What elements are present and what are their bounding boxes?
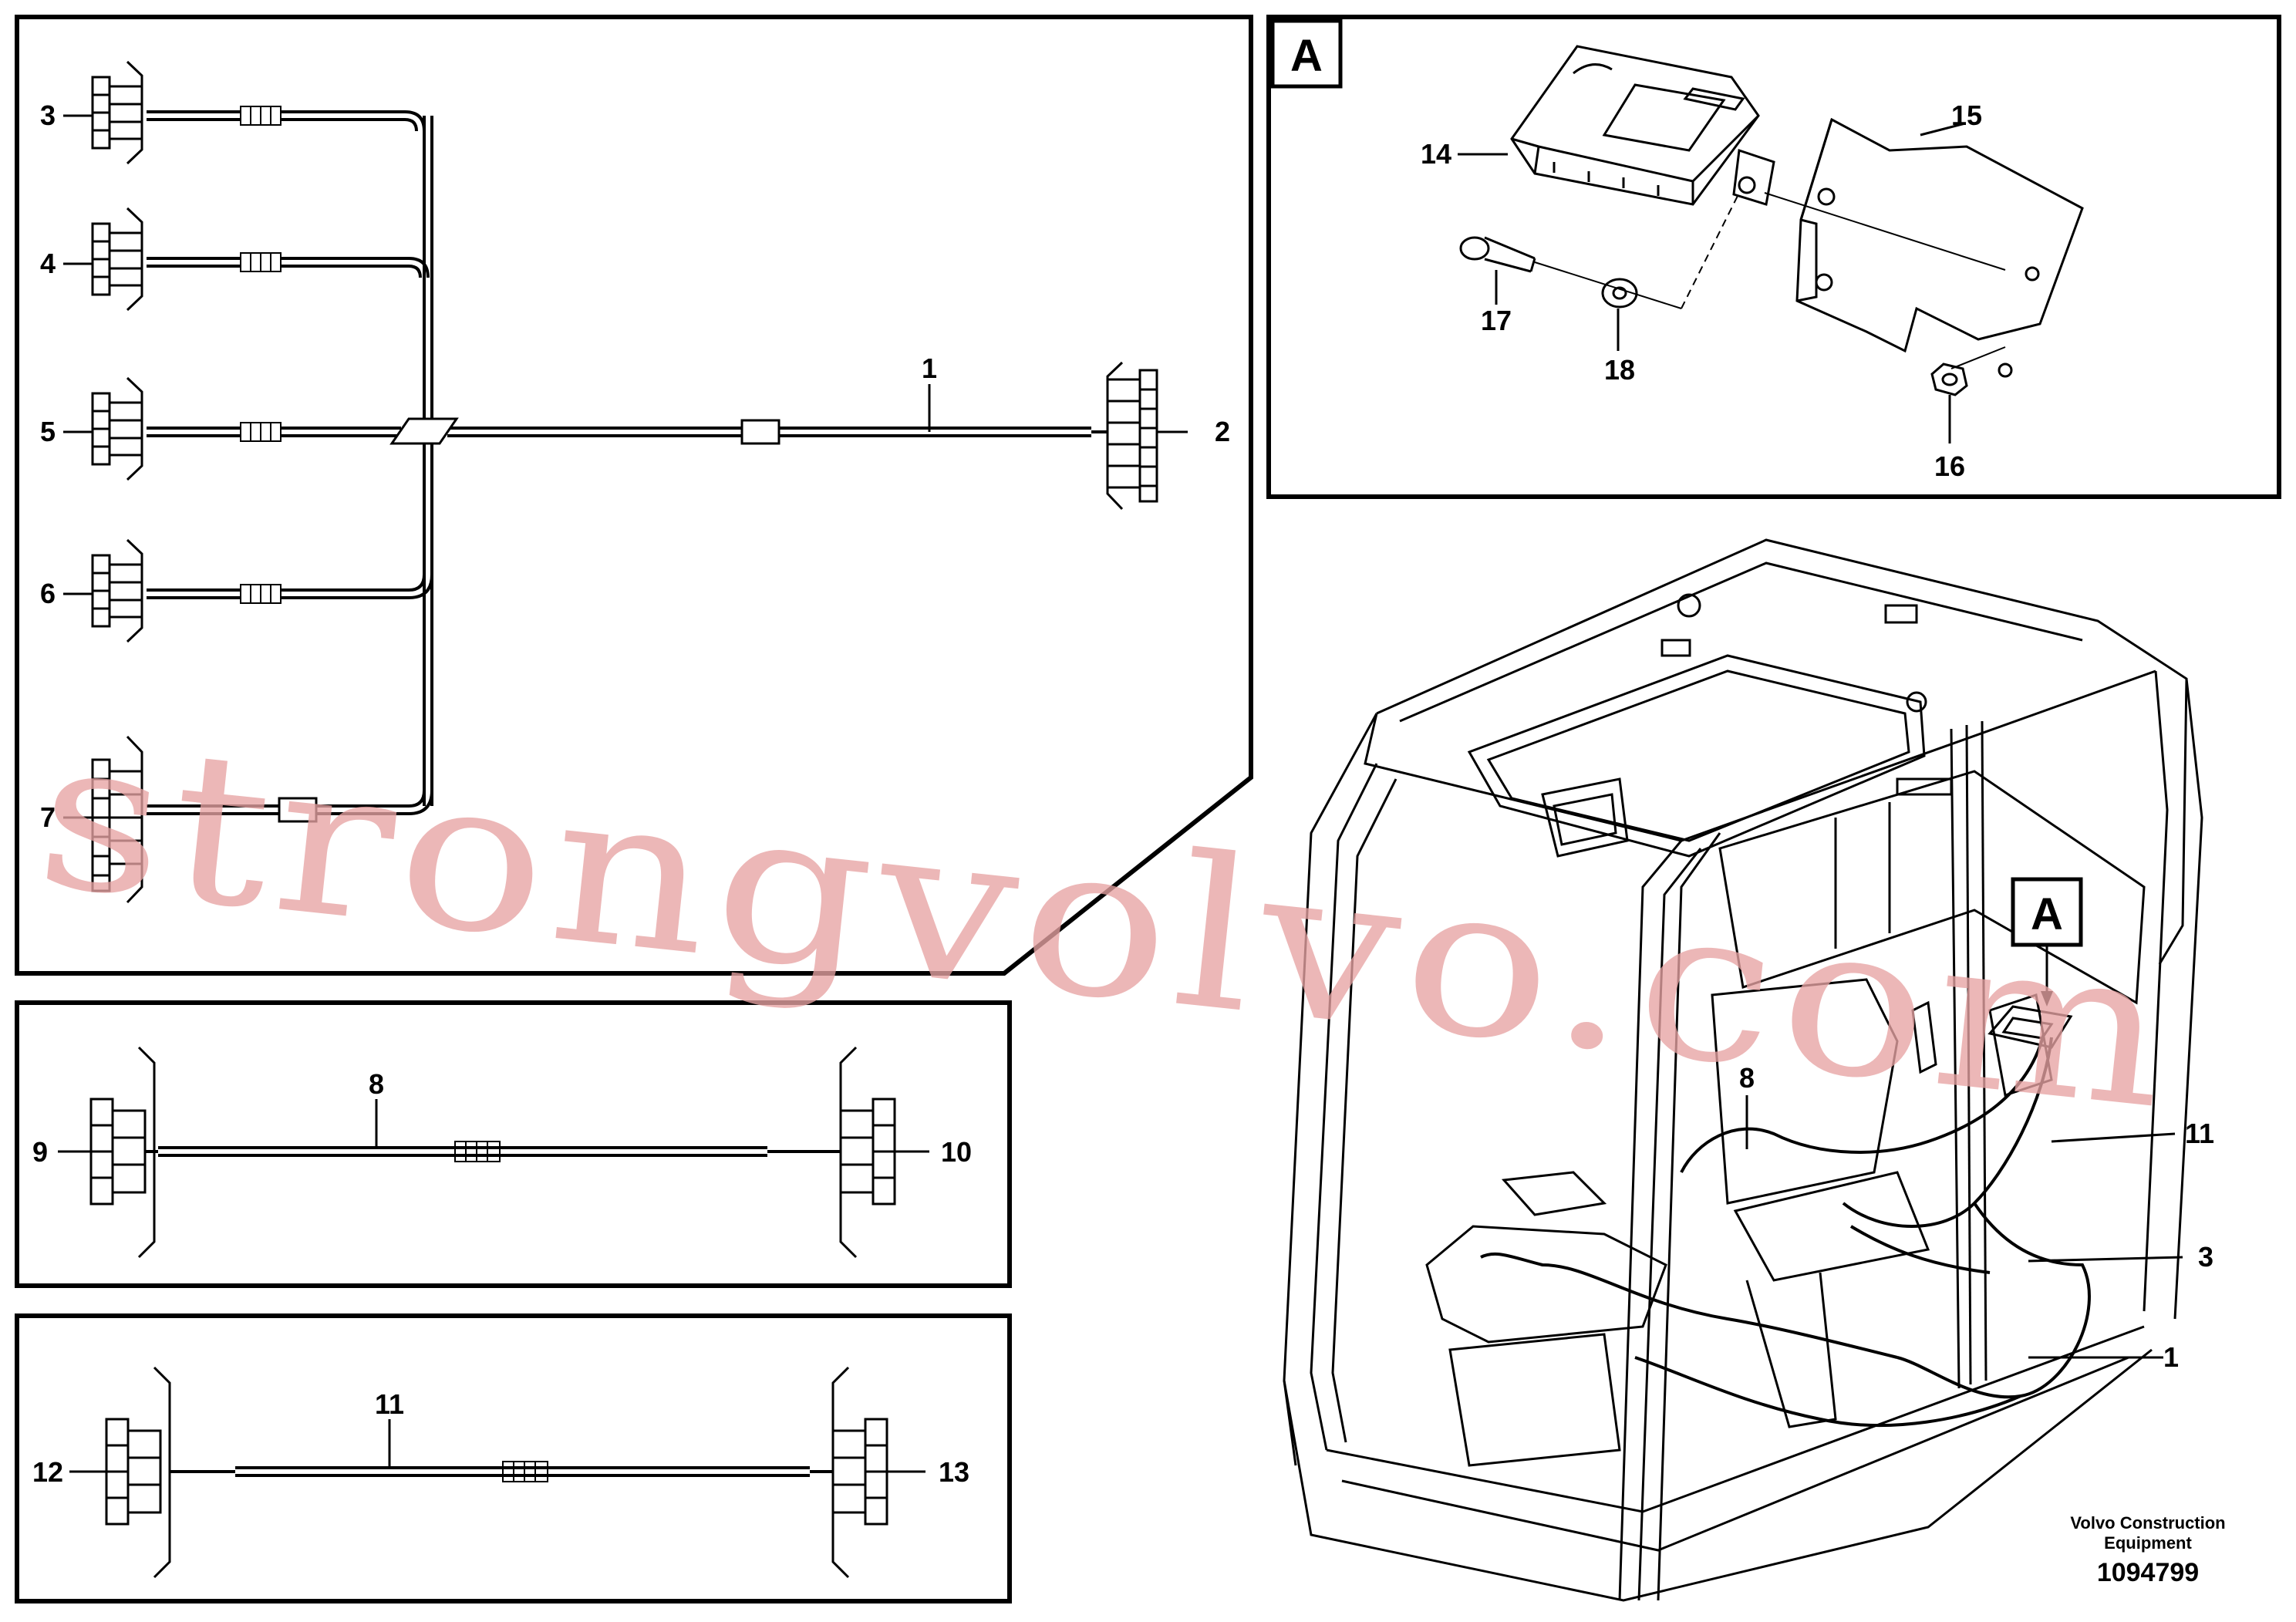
cab-callout-3: 3 [2198,1241,2213,1273]
callout-4: 4 [40,248,56,279]
main-harness-panel: 3 4 5 6 7 1 2 [15,15,1253,976]
callout-9: 9 [32,1136,48,1168]
nut-16 [1930,363,1968,396]
brand-block: Volvo Construction Equipment 1094799 [2070,1513,2225,1587]
detail-tag-a: A [1290,31,1323,81]
callout-12: 12 [32,1456,63,1488]
cab-callout-1: 1 [2163,1341,2179,1373]
bracket-15 [1795,117,2084,378]
cable-11-panel: 12 11 13 [15,1313,1012,1603]
callout-3: 3 [40,99,56,131]
callout-5: 5 [40,416,56,447]
control-unit-14 [1510,45,1775,206]
cab-tag-a: A [2031,889,2063,939]
callout-11: 11 [375,1388,404,1420]
cab-display-unit [1988,1005,2073,1049]
washer-18 [1601,278,1638,309]
cable-8-panel: 9 8 10 [15,1000,1012,1288]
detail-a-panel: A [1266,15,2281,499]
callout-17: 17 [1481,305,1512,336]
brand-line-1: Volvo Construction [2070,1513,2225,1533]
brand-line-2: Equipment [2104,1533,2192,1553]
callout-8: 8 [369,1068,384,1100]
callout-14: 14 [1421,138,1451,170]
document-number: 1094799 [2097,1558,2199,1587]
callout-7: 7 [40,801,56,833]
cab-callout-8: 8 [1739,1062,1755,1094]
callout-18: 18 [1604,354,1635,386]
callout-15: 15 [1951,99,1982,131]
callout-1: 1 [922,352,937,384]
callout-6: 6 [40,578,56,609]
watermark: strongvolvo.com [28,690,2186,1156]
callout-10: 10 [941,1136,972,1168]
cab-illustration: A 8 11 3 1 [1283,538,2214,1602]
bolt-17 [1459,236,1536,273]
callout-16: 16 [1934,450,1965,482]
callout-13: 13 [939,1456,969,1488]
cab-callout-11: 11 [2185,1118,2214,1149]
callout-2: 2 [1215,416,1230,447]
